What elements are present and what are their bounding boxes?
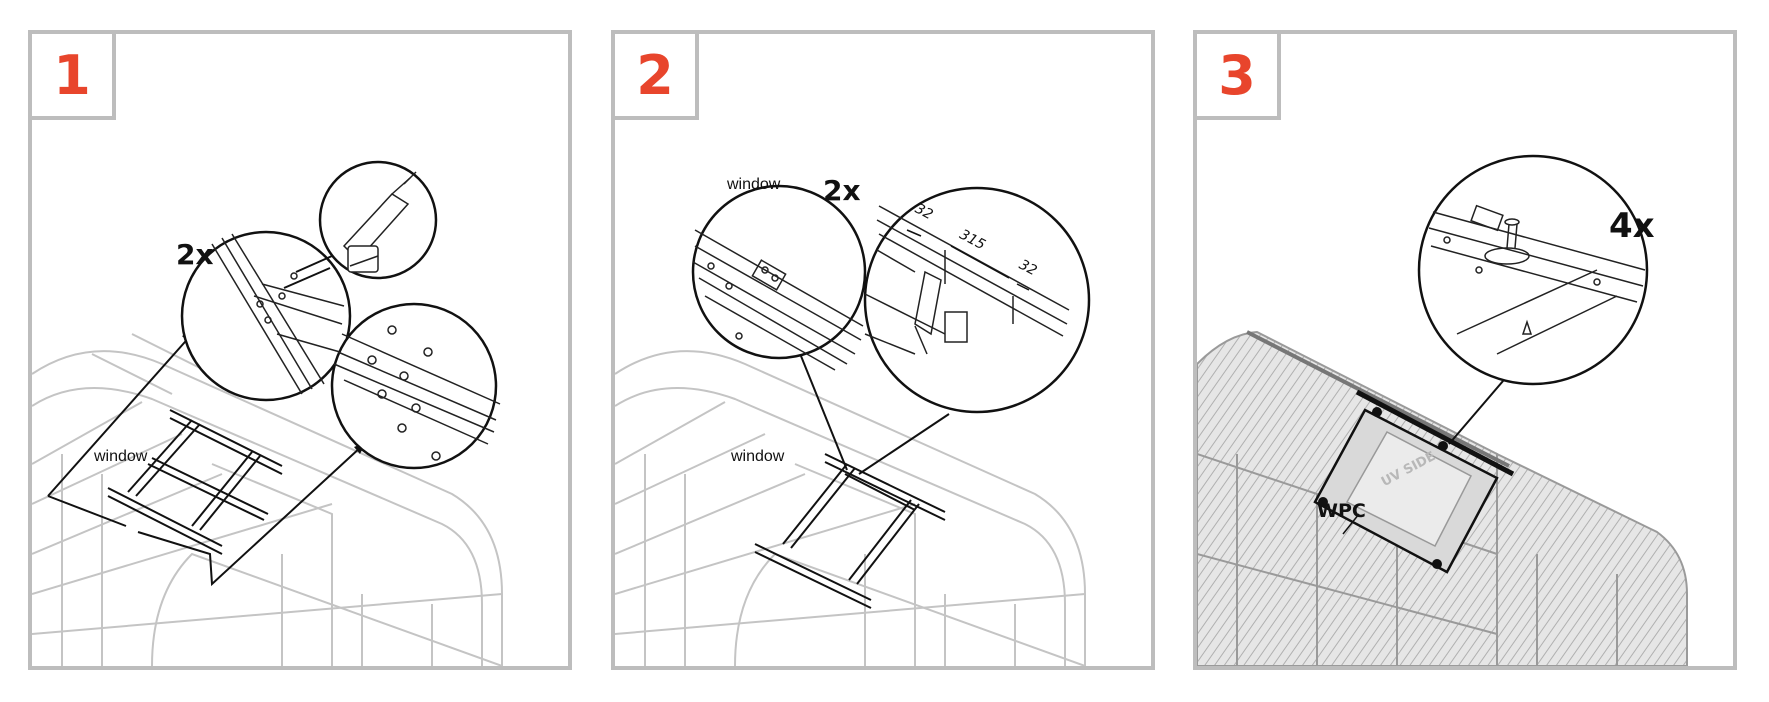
step-3-badge: 3 (1197, 34, 1281, 120)
step-3-number: 3 (1218, 43, 1256, 107)
step-1-badge: 1 (32, 34, 116, 120)
step-1-window-label: window (94, 448, 148, 465)
detail-circle-bolt (1417, 154, 1649, 386)
detail-circle-window-bracket (691, 184, 867, 371)
step-2-count: 2x (823, 174, 861, 207)
step-2-number: 2 (636, 43, 674, 107)
greenhouse-frame (615, 350, 1086, 666)
step-1-count: 2x (176, 238, 214, 271)
greenhouse-frame (32, 333, 503, 666)
step-2-badge: 2 (615, 34, 699, 120)
step-1-illustration (32, 160, 503, 666)
step-1-number: 1 (53, 43, 91, 107)
step-3-panel: 3 (1193, 30, 1737, 670)
step-2-window-label: window (731, 448, 785, 465)
step-3-illustration (1197, 154, 1688, 666)
detail-circle-screws (330, 302, 501, 470)
detail-circle-dimensions (863, 186, 1091, 414)
step-2-illustration (615, 184, 1091, 666)
detail-circle-profile (180, 230, 352, 402)
callout-line (1448, 373, 1510, 445)
step-3-count: 4x (1609, 206, 1655, 246)
callout-arrows (47, 333, 363, 587)
detail-circle-drill (283, 160, 438, 289)
window-frame (107, 409, 283, 555)
wpc-label: WPC (1317, 500, 1366, 522)
callout-lines (800, 355, 950, 475)
window-frame (754, 453, 946, 609)
wpc-window (1313, 389, 1515, 574)
dimension-lines (906, 229, 1030, 291)
step-1-panel: 1 (28, 30, 572, 670)
step-2-detail-window-label: window (727, 176, 781, 193)
step-2-panel: 2 (611, 30, 1155, 670)
